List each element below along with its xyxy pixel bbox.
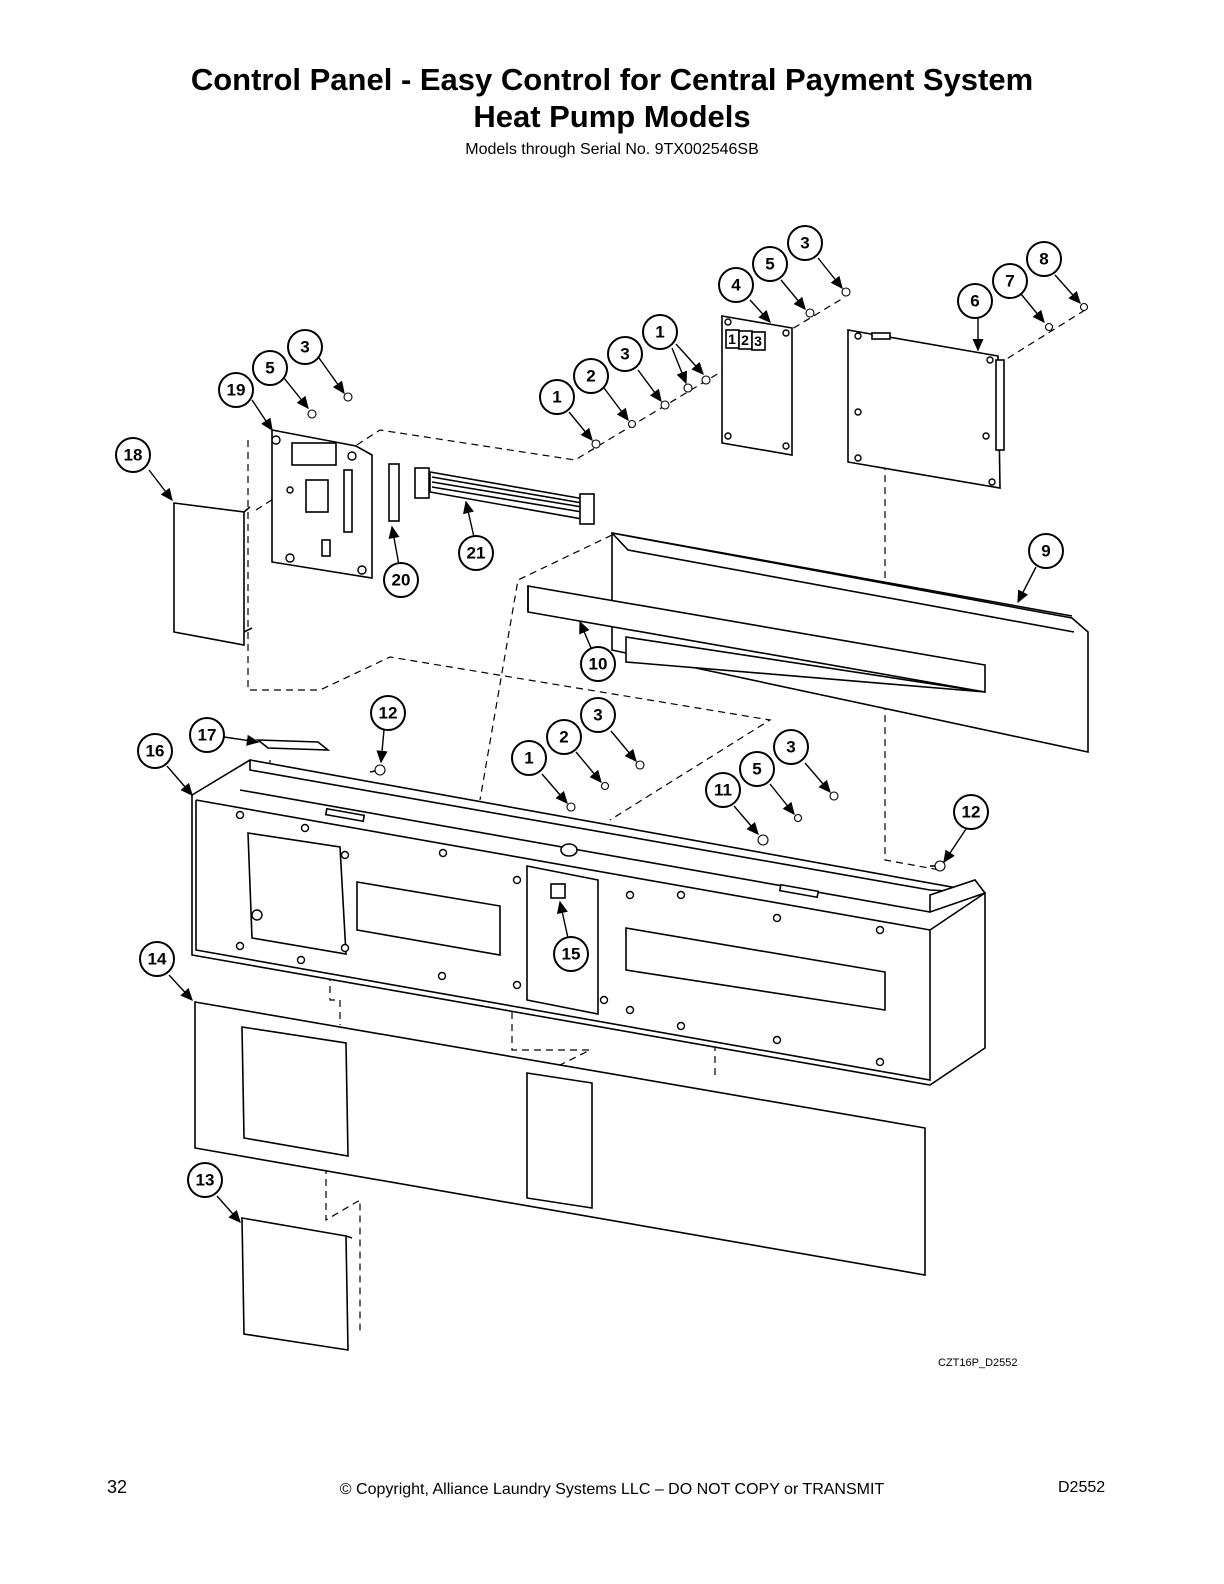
svg-text:12: 12 bbox=[962, 803, 981, 822]
svg-text:19: 19 bbox=[227, 381, 246, 400]
callout-2: 2 bbox=[546, 719, 582, 755]
callout-21: 21 bbox=[458, 535, 494, 571]
svg-text:16: 16 bbox=[146, 742, 165, 761]
svg-text:6: 6 bbox=[970, 292, 979, 311]
callout-20: 20 bbox=[383, 562, 419, 598]
callout-9: 9 bbox=[1028, 533, 1064, 569]
callout-3: 3 bbox=[773, 729, 809, 765]
drawing-code: CZT16P_D2552 bbox=[938, 1357, 1018, 1369]
ribbon-cable-part-21 bbox=[414, 467, 595, 525]
callout-14: 14 bbox=[139, 941, 175, 977]
svg-text:5: 5 bbox=[265, 359, 274, 378]
callout-1: 1 bbox=[511, 740, 547, 776]
svg-text:14: 14 bbox=[148, 950, 167, 969]
svg-text:7: 7 bbox=[1005, 272, 1014, 291]
callout-5: 5 bbox=[752, 246, 788, 282]
page-number: 32 bbox=[107, 1477, 128, 1497]
front-overlay-part-14 bbox=[194, 1001, 926, 1276]
callout-6: 6 bbox=[957, 283, 993, 319]
page-title-line-2: Heat Pump Models bbox=[473, 99, 751, 134]
callout-3: 3 bbox=[287, 329, 323, 365]
callout-3: 3 bbox=[580, 697, 616, 733]
leader-lines bbox=[148, 257, 1081, 1224]
callout-3: 3 bbox=[607, 336, 643, 372]
side-bracket-part-18 bbox=[173, 502, 253, 646]
callout-10: 10 bbox=[580, 646, 616, 682]
callout-15: 15 bbox=[553, 936, 589, 972]
control-board-part-19 bbox=[271, 429, 373, 579]
callout-11: 11 bbox=[705, 772, 741, 808]
svg-text:3: 3 bbox=[593, 706, 602, 725]
callout-12: 12 bbox=[953, 794, 989, 830]
callout-1: 1 bbox=[539, 379, 575, 415]
callout-8: 8 bbox=[1026, 241, 1062, 277]
svg-text:5: 5 bbox=[765, 255, 774, 274]
callout-5: 5 bbox=[739, 751, 775, 787]
svg-text:20: 20 bbox=[392, 571, 411, 590]
cover-plate-part-13 bbox=[241, 1217, 353, 1351]
callout-5: 5 bbox=[252, 350, 288, 386]
large-board-part-6 bbox=[847, 329, 1005, 489]
svg-text:3: 3 bbox=[786, 738, 795, 757]
svg-text:3: 3 bbox=[754, 333, 762, 349]
label-part-17 bbox=[255, 739, 331, 751]
callout-4: 4 bbox=[718, 267, 754, 303]
svg-text:3: 3 bbox=[620, 345, 629, 364]
svg-text:3: 3 bbox=[300, 338, 309, 357]
svg-text:21: 21 bbox=[467, 544, 486, 563]
callout-2: 2 bbox=[573, 358, 609, 394]
svg-text:17: 17 bbox=[198, 726, 217, 745]
callout-17: 17 bbox=[189, 717, 225, 753]
document-id: D2552 bbox=[1058, 1479, 1106, 1496]
callout-1: 1 bbox=[642, 314, 678, 350]
svg-text:1: 1 bbox=[728, 331, 736, 347]
copyright-notice: © Copyright, Alliance Laundry Systems LL… bbox=[339, 1481, 885, 1498]
callout-12: 12 bbox=[370, 695, 406, 731]
callout-13: 13 bbox=[187, 1162, 223, 1198]
svg-text:1: 1 bbox=[552, 388, 561, 407]
svg-text:2: 2 bbox=[741, 332, 749, 348]
display-board-part-4: 1 2 3 bbox=[721, 315, 793, 456]
callout-16: 16 bbox=[137, 733, 173, 769]
page-title: Control Panel - Easy Control for Central… bbox=[190, 62, 1034, 97]
connector-part-20 bbox=[388, 463, 400, 522]
callout-18: 18 bbox=[115, 437, 151, 473]
svg-text:5: 5 bbox=[752, 760, 761, 779]
console-window bbox=[625, 636, 986, 693]
svg-text:3: 3 bbox=[800, 234, 809, 253]
svg-text:2: 2 bbox=[559, 728, 568, 747]
svg-text:1: 1 bbox=[524, 749, 533, 768]
page-subtitle: Models through Serial No. 9TX002546SB bbox=[465, 141, 759, 158]
callout-3: 3 bbox=[787, 225, 823, 261]
svg-text:18: 18 bbox=[124, 446, 143, 465]
callout-7: 7 bbox=[992, 263, 1028, 299]
callout-19: 19 bbox=[218, 372, 254, 408]
svg-text:10: 10 bbox=[589, 655, 608, 674]
svg-text:8: 8 bbox=[1039, 250, 1048, 269]
fasteners bbox=[307, 287, 1089, 872]
svg-text:2: 2 bbox=[586, 367, 595, 386]
svg-text:13: 13 bbox=[196, 1171, 215, 1190]
svg-text:12: 12 bbox=[379, 704, 398, 723]
svg-text:1: 1 bbox=[655, 323, 664, 342]
svg-text:4: 4 bbox=[731, 276, 741, 295]
svg-text:15: 15 bbox=[562, 945, 581, 964]
svg-text:11: 11 bbox=[714, 781, 732, 800]
control-panel-box-part-16 bbox=[191, 759, 987, 1086]
svg-text:9: 9 bbox=[1041, 542, 1050, 561]
